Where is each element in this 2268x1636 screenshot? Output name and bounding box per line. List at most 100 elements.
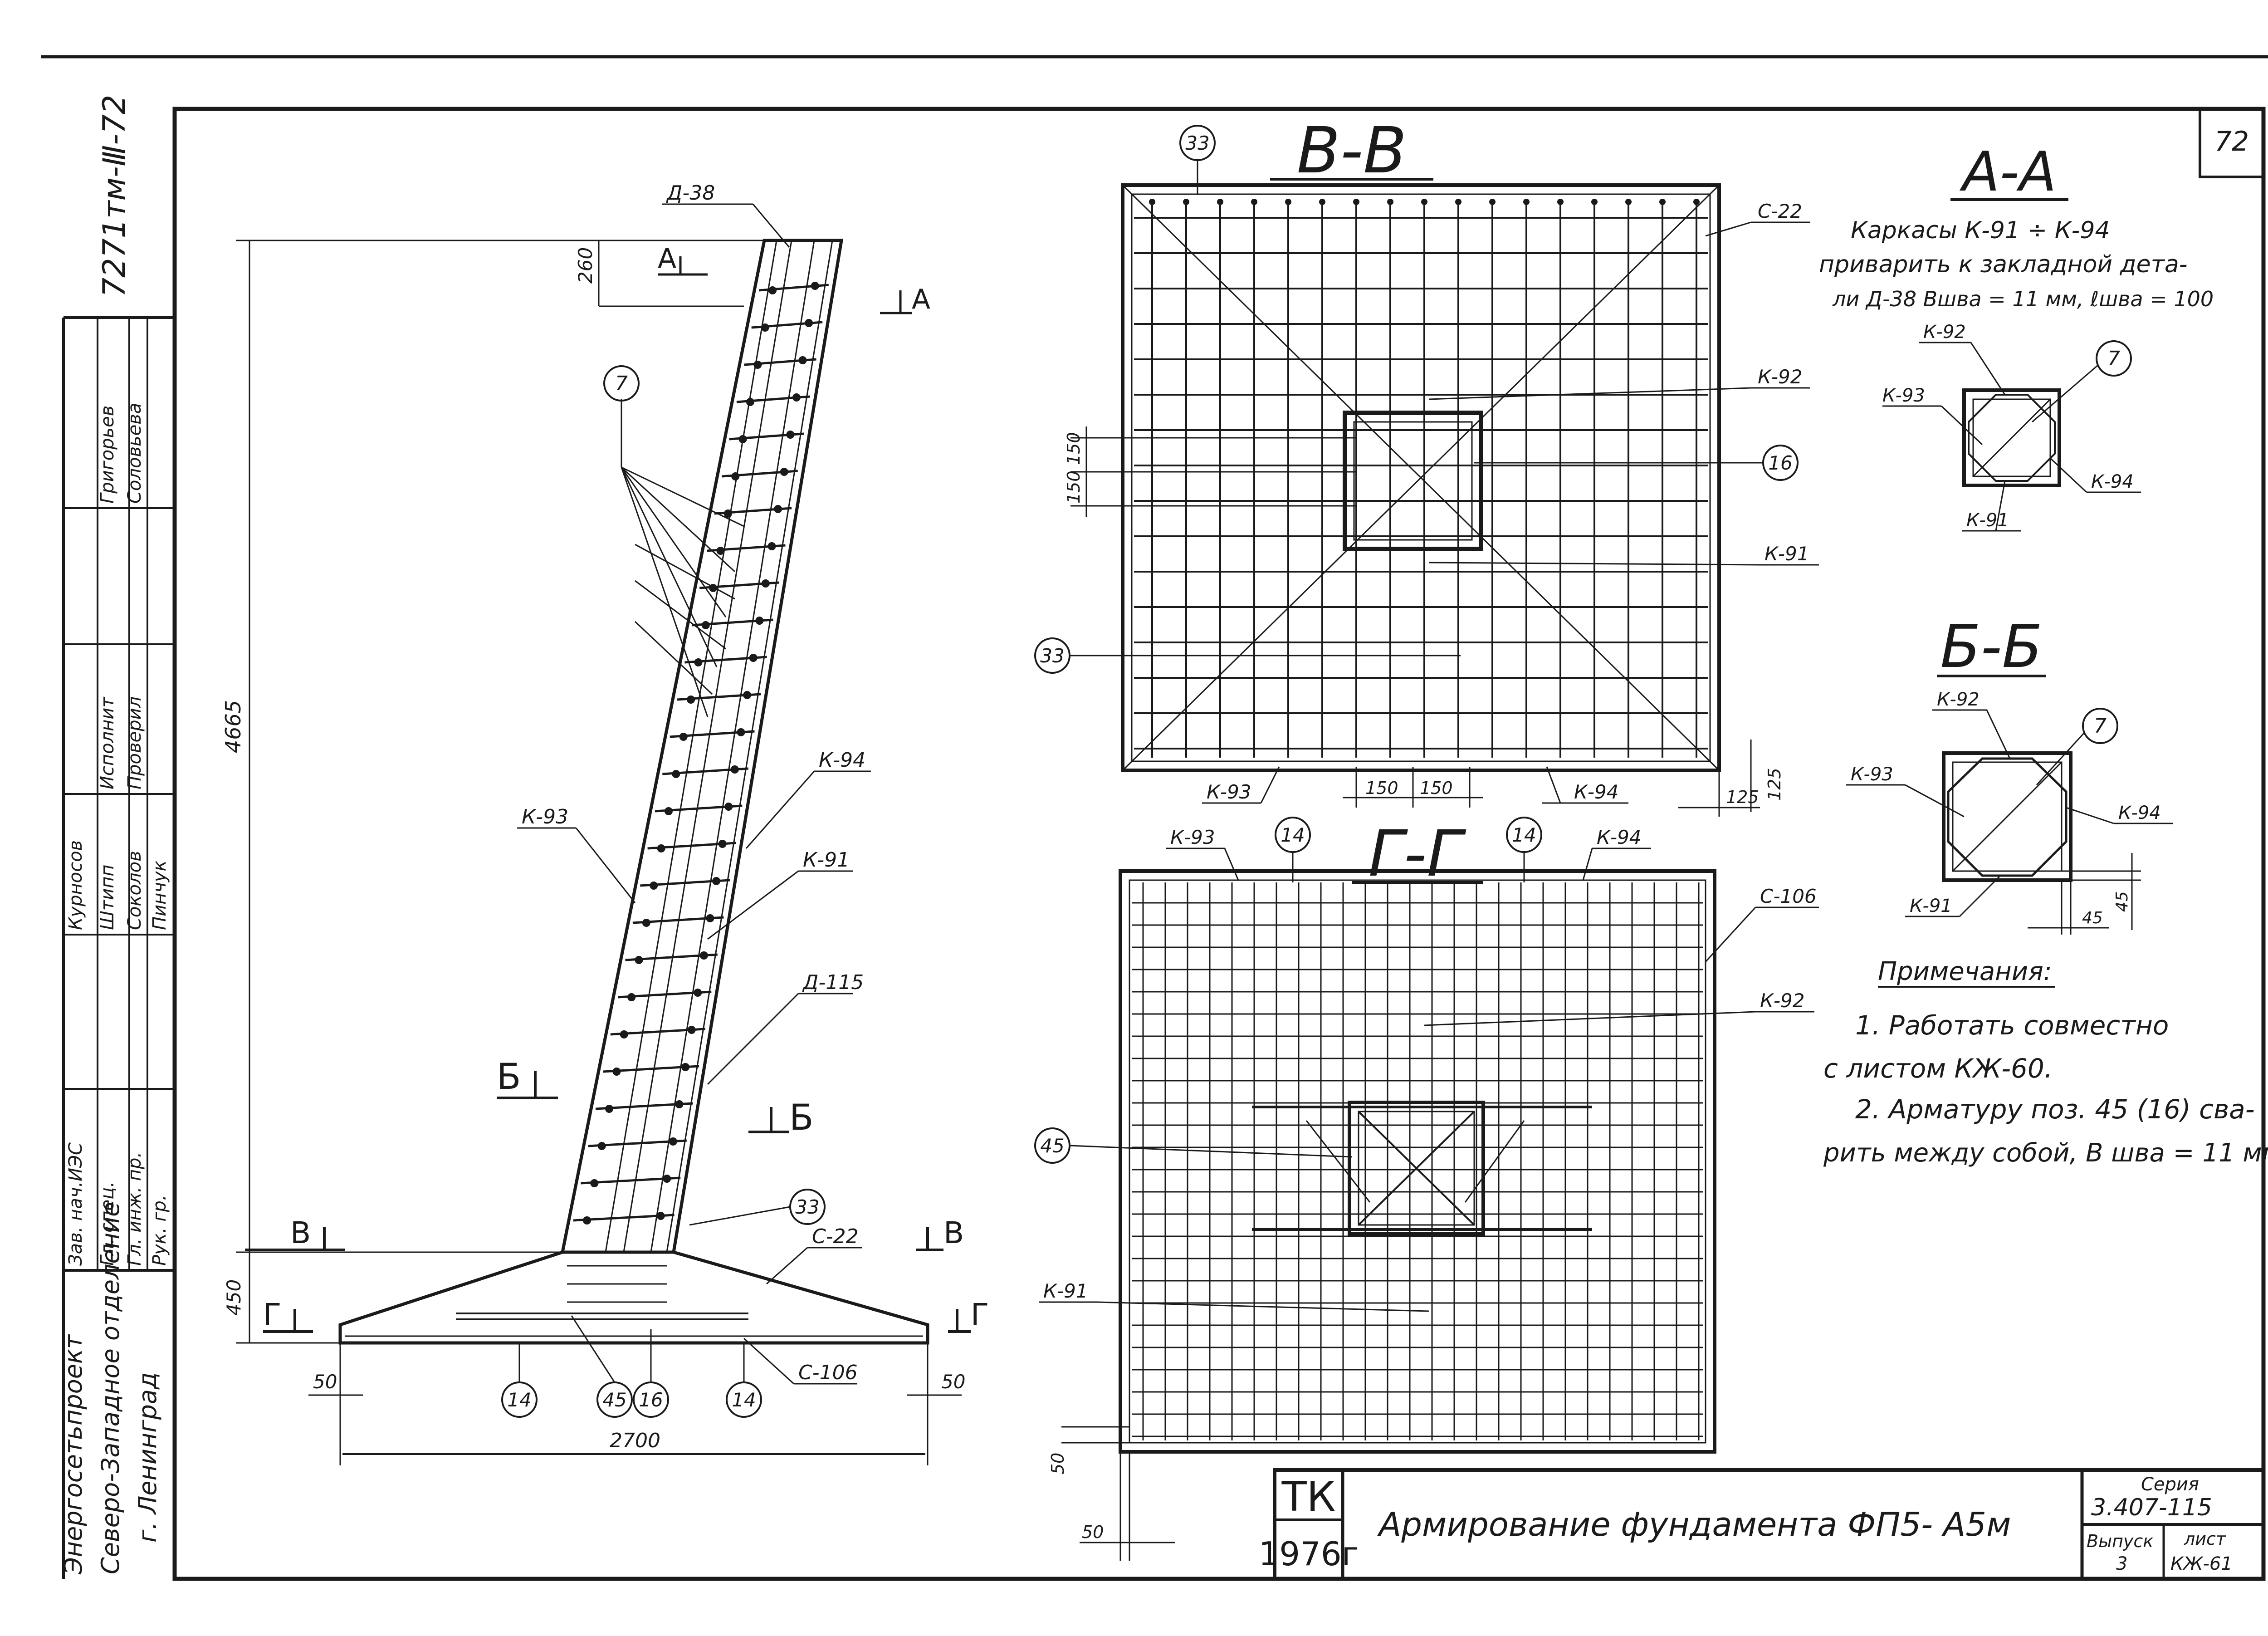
rebar-dot: [712, 877, 721, 885]
rebar-dot: [656, 1212, 665, 1220]
aa-label-k92: К-92: [1923, 322, 1966, 343]
rebar-dot: [1557, 199, 1564, 205]
sheet-number: 72: [2214, 126, 2249, 157]
rebar-dot: [650, 882, 658, 890]
svg-text:45: 45: [1040, 1135, 1064, 1157]
rebar-dot: [675, 1100, 684, 1108]
bb-dim-45-v: 45: [2113, 891, 2131, 912]
label-k91: К-91: [803, 848, 850, 872]
name-4: Пинчук: [149, 860, 170, 930]
aa-note-2: приварить к закладной дета-: [1819, 251, 2188, 278]
name-1: Курносов: [65, 840, 86, 930]
bb-label-k94: К-94: [2118, 803, 2161, 823]
section-bb: Б-Б К-92 К-93 К-94 К-91 7 45 45: [1846, 612, 2173, 935]
org-line-1: Энергосетьпроект: [59, 1334, 88, 1575]
svg-text:7: 7: [2094, 715, 2107, 738]
vv-title: В-В: [1297, 114, 1407, 188]
aa-title: А-А: [1959, 141, 2056, 204]
note-line-4: рить между собой, В шва = 11 мм.: [1823, 1138, 2268, 1168]
sec-b-right: Б: [789, 1097, 814, 1138]
rebar-dot: [694, 989, 702, 997]
rebar-dot: [664, 807, 673, 815]
sec-v-left: В: [290, 1215, 311, 1250]
rebar-dot: [730, 765, 739, 774]
rebar-dot: [1591, 199, 1598, 205]
callout-45: 45: [571, 1315, 633, 1418]
gg-callout-45: 45: [1034, 1127, 1352, 1164]
rebar-dot: [768, 286, 777, 294]
rebar-dot: [746, 398, 754, 406]
aa-label-k93: К-93: [1882, 385, 1925, 406]
vv-label-k91: К-91: [1765, 543, 1809, 565]
svg-text:14: 14: [1281, 824, 1305, 846]
sec-a-left: А: [658, 243, 676, 274]
svg-text:33: 33: [795, 1196, 819, 1218]
rebar-dot: [1625, 199, 1632, 205]
rebar-dot: [612, 1068, 621, 1076]
gg-title: Г-Г: [1369, 817, 1467, 891]
left-stamp: 7271тм-Ⅲ-72 Энергосетьпроект Северо-Запа…: [59, 95, 175, 1579]
rebar-dot: [1217, 199, 1223, 205]
vv-label-k93: К-93: [1207, 781, 1251, 803]
bb-label-k91: К-91: [1910, 896, 1952, 916]
rebar-dot: [749, 654, 758, 662]
dim-450: 450: [223, 1279, 245, 1316]
aa-label-k94: К-94: [2091, 471, 2134, 492]
rebar-dot: [1693, 199, 1700, 205]
rebar-dot: [642, 919, 650, 927]
elevation-view: 260 4665 450 50 50 2700 Д-38 К-93 К-94 К…: [221, 181, 989, 1465]
svg-text:16: 16: [1768, 452, 1792, 474]
rebar-dot: [597, 1142, 606, 1150]
gg-dim-50-v: 50: [1048, 1453, 1068, 1474]
sec-g-right: Г: [971, 1297, 989, 1332]
svg-text:7: 7: [2107, 347, 2120, 370]
section-gg: Г-Г К-93 К-94 С-106 К-92 К-91 14 14: [1034, 817, 1819, 1561]
rebar-dot: [761, 323, 769, 332]
callout-16: 16: [633, 1329, 669, 1418]
rebar-dot: [1659, 199, 1666, 205]
gg-label-k91: К-91: [1043, 1280, 1088, 1302]
bb-label-k92: К-92: [1937, 689, 1980, 710]
series-value: 3.407-115: [2091, 1494, 2212, 1521]
rebar-dot: [582, 1216, 591, 1225]
name-3: Соколов: [124, 851, 145, 930]
rebar-dot: [699, 951, 708, 960]
role-6: Проверил: [124, 696, 145, 789]
role-1: Зав. нач.ИЭС: [65, 1142, 86, 1266]
issue-label: Выпуск: [2087, 1531, 2153, 1551]
aa-note-3: ли Д-38 Вшва = 11 мм, ℓшва = 100: [1832, 287, 2214, 311]
rebar-dot: [672, 770, 680, 778]
rebar-dot: [1353, 199, 1359, 205]
bb-dim-45-h: 45: [2082, 909, 2103, 927]
rebar-dot: [1319, 199, 1325, 205]
label-d38: Д-38: [666, 181, 715, 205]
bb-title: Б-Б: [1940, 612, 2042, 681]
rebar-dot: [755, 617, 764, 625]
label-c22: С-22: [812, 1225, 859, 1248]
vv-dim-150-c: 150: [1365, 778, 1398, 798]
rebar-dot: [1285, 199, 1291, 205]
rebar-dot: [635, 956, 643, 964]
rebar-dot: [723, 509, 732, 518]
top-stamp: 7271тм-Ⅲ-72: [97, 95, 132, 297]
org-line-3: г. Ленинград: [133, 1372, 162, 1543]
vv-callout-16: 16: [1474, 445, 1799, 481]
vv-dim-125-b: 125: [1765, 768, 1784, 801]
rebar-dot: [1489, 199, 1496, 205]
rebar-dot: [706, 914, 714, 922]
issue-value: 3: [2116, 1553, 2127, 1574]
rebar-dot: [743, 691, 752, 699]
dim-50-right: 50: [941, 1371, 965, 1393]
rebar-dot: [811, 282, 819, 290]
role-5: Исполнит: [97, 696, 118, 789]
rebar-dot: [657, 844, 665, 852]
vv-dim-150-d: 150: [1420, 778, 1453, 798]
label-k93: К-93: [522, 805, 568, 828]
rebar-dot: [663, 1175, 671, 1183]
aa-label-k91: К-91: [1966, 510, 2009, 531]
dim-4665: 4665: [221, 700, 245, 753]
callout-33: 33: [689, 1189, 826, 1226]
note-line-1: 1. Работать совместно: [1855, 1010, 2169, 1041]
callout-14-left: 14: [501, 1343, 538, 1418]
